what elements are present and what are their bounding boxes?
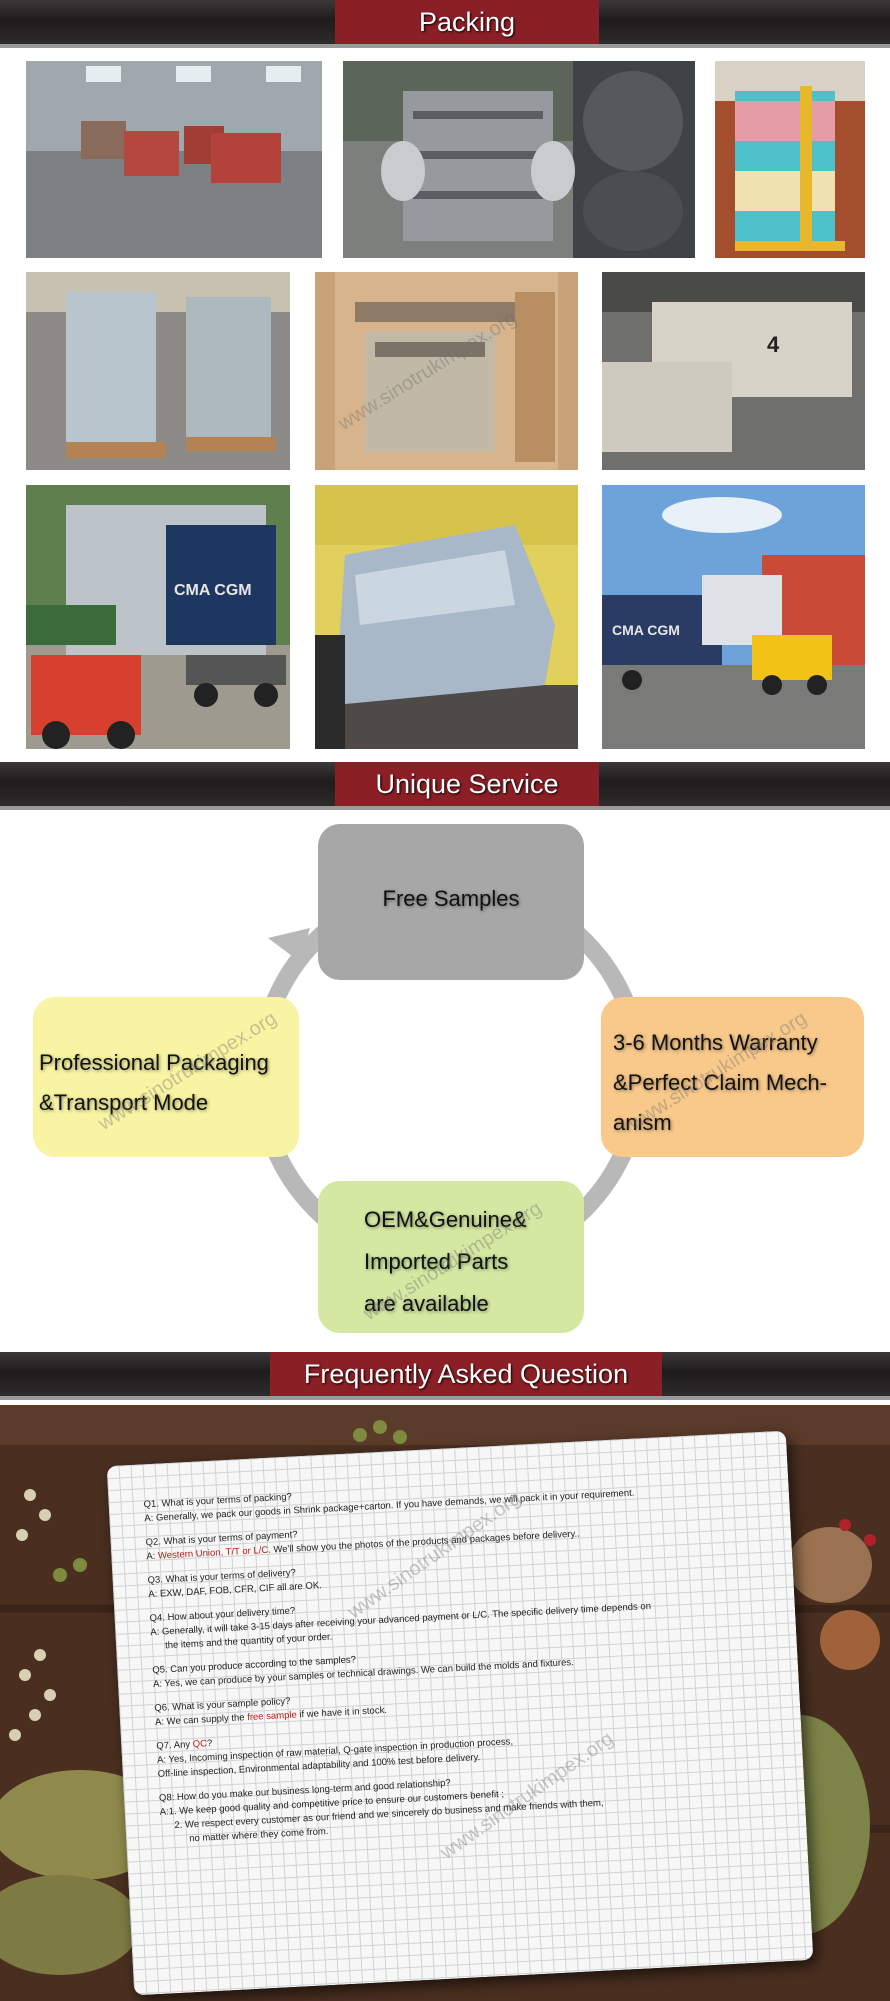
card-packaging: Professional Packaging &Transport Mode xyxy=(33,997,299,1157)
crate-number: 4 xyxy=(767,332,780,357)
photo-wrapped-rims xyxy=(26,272,290,470)
arrow-head-icon xyxy=(268,928,310,962)
faq-title: Frequently Asked Question xyxy=(270,1352,662,1396)
faq-a6-highlight: free sample xyxy=(246,1709,298,1724)
photo-wrapped-cab xyxy=(315,485,578,749)
card-oem-line3: are available xyxy=(364,1291,489,1316)
faq-notebook: Q1. What is your terms of packing? A: Ge… xyxy=(106,1430,814,1996)
packing-banner: Packing xyxy=(0,0,890,48)
photo-truck-loading: CMA CGM xyxy=(602,485,865,749)
card-oem-parts: OEM&Genuine& Imported Parts are availabl… xyxy=(318,1181,584,1333)
card-warranty-line2: &Perfect Claim Mech- xyxy=(613,1070,827,1095)
photo-warehouse-pallets xyxy=(26,61,322,258)
card-warranty-line3: anism xyxy=(613,1110,672,1135)
faq-q7-rest: ? xyxy=(206,1738,213,1750)
photo-wooden-crate-open xyxy=(315,272,578,470)
photo-wrapped-pallet xyxy=(715,61,865,258)
faq-list: Q1. What is your terms of packing? A: Ge… xyxy=(143,1457,761,1848)
photo-crates-numbered: 4 xyxy=(602,272,865,470)
service-banner: Unique Service xyxy=(0,762,890,810)
faq-a2-prefix: A: xyxy=(146,1550,159,1563)
faq-a6-prefix: A: We can supply the xyxy=(154,1712,248,1728)
faq-q7-prefix: Q7. Any xyxy=(156,1739,194,1752)
photo-forklift-container: CMA CGM xyxy=(26,485,290,749)
card-free-samples-text: Free Samples xyxy=(382,886,520,911)
photo-axles-stacked xyxy=(343,61,695,258)
card-oem-line1: OEM&Genuine& xyxy=(364,1207,527,1232)
card-oem-line2: Imported Parts xyxy=(364,1249,509,1274)
card-free-samples: Free Samples xyxy=(318,824,584,980)
card-packaging-line2: &Transport Mode xyxy=(39,1090,209,1115)
card-packaging-line1: Professional Packaging xyxy=(39,1050,269,1075)
card-warranty: 3-6 Months Warranty &Perfect Claim Mech-… xyxy=(601,997,864,1157)
faq-q7-highlight: QC xyxy=(192,1738,208,1751)
container-brand-1: CMA CGM xyxy=(174,582,252,599)
faq-a6-rest: if we have it in stock. xyxy=(296,1704,388,1721)
container-brand-2: CMA CGM xyxy=(612,622,680,638)
faq-banner: Frequently Asked Question xyxy=(0,1352,890,1400)
card-warranty-line1: 3-6 Months Warranty xyxy=(613,1030,818,1055)
packing-title: Packing xyxy=(335,0,599,44)
service-title: Unique Service xyxy=(335,762,599,806)
